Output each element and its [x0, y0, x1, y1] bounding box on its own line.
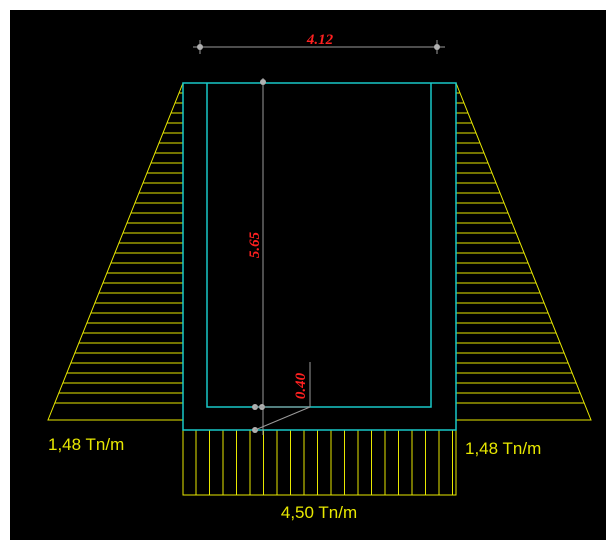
right-pressure-hatch — [456, 92, 585, 404]
bottom-load-label: 4,50 Tn/m — [281, 503, 357, 522]
bottom-pressure-diagram — [182, 429, 457, 496]
channel-outer-outline — [182, 82, 457, 431]
left-pressure-outline — [47, 82, 184, 421]
dimension-leader — [254, 406, 311, 431]
dimension-top-width: 4.12 — [193, 32, 445, 54]
left-pressure-hatch — [54, 92, 183, 404]
channel-inner-outline — [206, 83, 432, 408]
dimension-height: 5.65 — [247, 78, 266, 435]
dimension-node — [434, 44, 440, 50]
structural-diagram: 4.12 5.65 0.40 1,48 Tn/m 1,48 Tn/m 4,50 … — [47, 32, 592, 522]
dimension-top-width-label: 4.12 — [306, 32, 334, 48]
right-load-label: 1,48 Tn/m — [465, 439, 541, 458]
dimension-thickness: 0.40 — [254, 362, 311, 431]
dimension-node — [260, 79, 266, 85]
channel-structure — [182, 82, 457, 431]
drawing-canvas: 4.12 5.65 0.40 1,48 Tn/m 1,48 Tn/m 4,50 … — [10, 10, 606, 540]
left-pressure-diagram — [47, 82, 184, 421]
right-pressure-diagram — [455, 82, 592, 421]
right-pressure-outline — [455, 82, 592, 421]
bottom-pressure-outline — [182, 429, 457, 496]
dimension-node — [197, 44, 203, 50]
bottom-pressure-hatch — [195, 430, 453, 495]
dimension-height-label: 5.65 — [247, 231, 263, 258]
left-load-label: 1,48 Tn/m — [48, 435, 124, 454]
dimension-thickness-label: 0.40 — [293, 372, 309, 399]
